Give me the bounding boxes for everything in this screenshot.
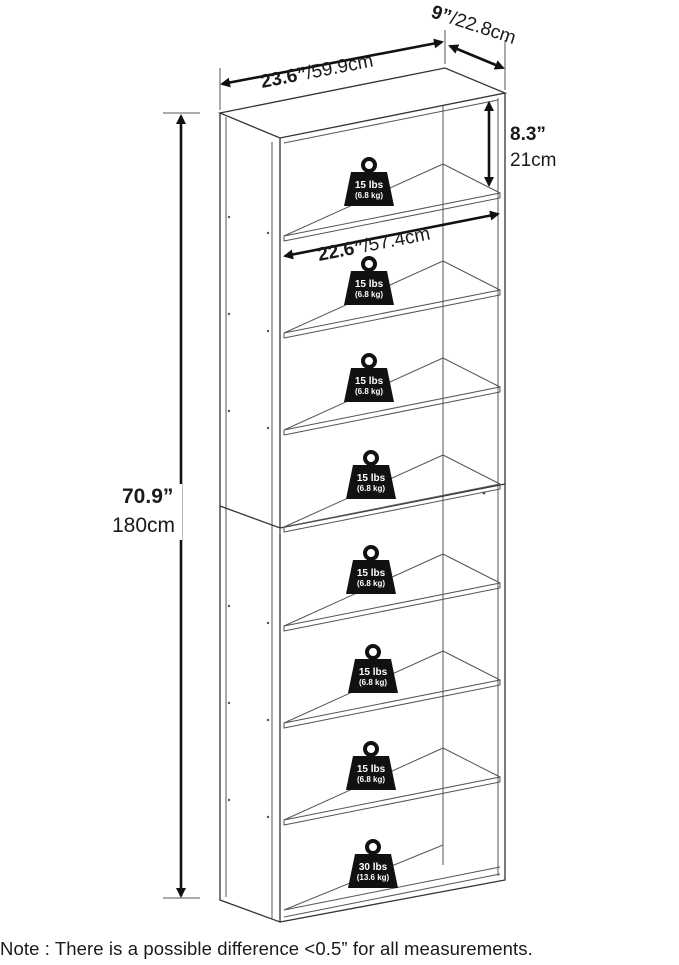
- weight-icon: 15 lbs(6.8 kg): [346, 741, 396, 790]
- weight-lbs: 15 lbs: [357, 764, 386, 775]
- weight-lbs: 30 lbs: [359, 862, 388, 873]
- height-metric: 180cm: [112, 514, 175, 537]
- measurement-note: Note : There is a possible difference <0…: [0, 938, 533, 959]
- weight-kg: (6.8 kg): [355, 191, 383, 200]
- inner-width-metric: /57.4cm: [362, 224, 432, 258]
- width-metric: /59.9cm: [305, 51, 375, 85]
- width-imperial: 23.6”: [259, 63, 309, 92]
- width-label: 23.6”/59.9cm: [259, 51, 375, 93]
- height-imperial: 70.9”: [122, 485, 173, 508]
- weight-lbs: 15 lbs: [357, 568, 386, 579]
- weight-kg: (13.6 kg): [357, 873, 390, 882]
- shelves: [283, 163, 501, 918]
- weight-lbs: 15 lbs: [359, 667, 388, 678]
- weight-kg: (6.8 kg): [355, 290, 383, 299]
- weight-lbs: 15 lbs: [355, 279, 384, 290]
- peg-holes: [227, 215, 486, 819]
- weight-icon: 15 lbs(6.8 kg): [346, 450, 396, 499]
- weight-icon: 15 lbs(6.8 kg): [344, 256, 394, 305]
- weight-icon: 15 lbs(6.8 kg): [344, 353, 394, 402]
- shelf-height-imperial: 8.3”: [510, 124, 546, 145]
- weight-kg: (6.8 kg): [355, 387, 383, 396]
- inner-width-imperial: 22.6”: [316, 236, 366, 265]
- weight-icon: 30 lbs(13.6 kg): [348, 839, 398, 888]
- weight-kg: (6.8 kg): [357, 484, 385, 493]
- weight-lbs: 15 lbs: [357, 473, 386, 484]
- shelf-height-metric: 21cm: [510, 150, 556, 171]
- depth-metric: /22.8cm: [448, 8, 519, 49]
- weight-lbs: 15 lbs: [355, 376, 384, 387]
- weight-icon: 15 lbs(6.8 kg): [346, 545, 396, 594]
- weight-kg: (6.8 kg): [359, 678, 387, 687]
- weight-kg: (6.8 kg): [357, 775, 385, 784]
- weight-icon: 15 lbs(6.8 kg): [344, 157, 394, 206]
- weight-icon: 15 lbs(6.8 kg): [348, 644, 398, 693]
- shelf-weight-icons: 15 lbs(6.8 kg)15 lbs(6.8 kg)15 lbs(6.8 k…: [344, 157, 398, 888]
- weight-kg: (6.8 kg): [357, 579, 385, 588]
- weight-lbs: 15 lbs: [355, 180, 384, 191]
- dimension-arrows: [163, 30, 506, 899]
